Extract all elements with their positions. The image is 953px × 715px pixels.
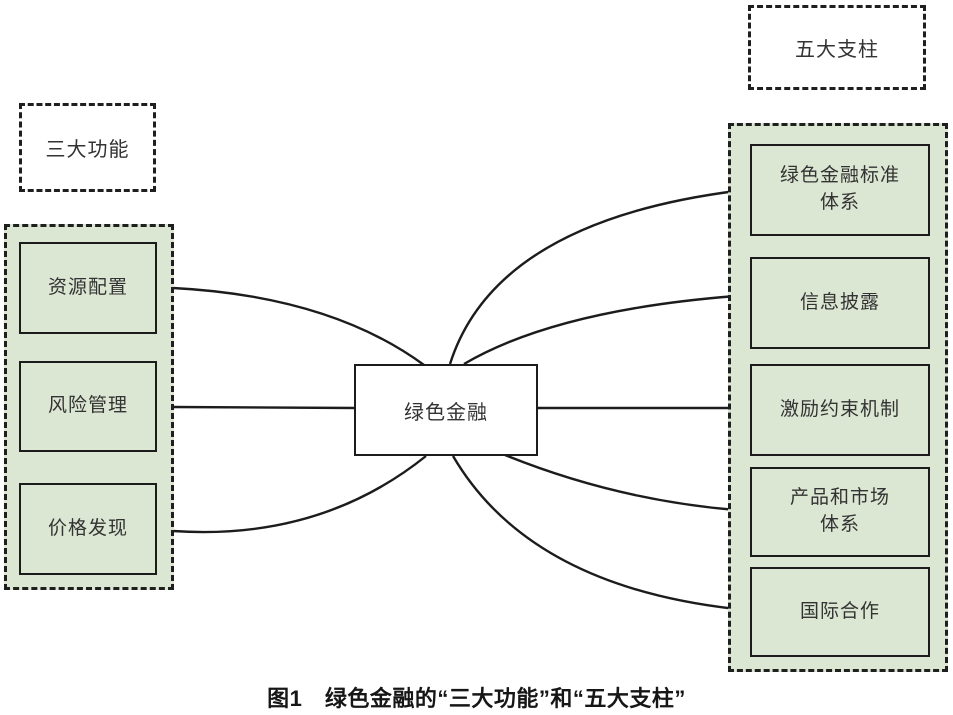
node-label: 产品和市场 体系: [789, 487, 890, 535]
node-label: 绿色金融: [404, 401, 488, 424]
node-resource-allocation: 资源配置: [19, 242, 157, 334]
node-green-finance: 绿色金融: [354, 364, 538, 456]
connector-price-discovery: [172, 455, 427, 534]
node-label: 国际合作: [799, 600, 880, 622]
right-group-panel: 绿色金融标准 体系 信息披露 激励约束机制 产品和市场 体系 国际合作: [728, 123, 948, 672]
node-price-discovery: 价格发现: [19, 483, 157, 575]
right-group-title: 五大支柱: [795, 39, 879, 61]
node-label: 信息披露: [799, 291, 880, 313]
node-product-market-system: 产品和市场 体系: [750, 467, 930, 557]
connector-information-disclosure: [463, 294, 737, 366]
node-risk-management: 风险管理: [19, 361, 157, 452]
left-group-title-box: 三大功能: [19, 103, 156, 192]
figure-caption: 图1 绿色金融的“三大功能”和“五大支柱”: [267, 686, 686, 711]
connector-resource-allocation: [172, 286, 425, 366]
left-group-title: 三大功能: [45, 139, 130, 161]
right-group-title-box: 五大支柱: [748, 5, 926, 90]
node-incentive-constraint: 激励约束机制: [750, 364, 930, 456]
node-label: 资源配置: [47, 276, 128, 298]
node-label: 价格发现: [47, 517, 128, 539]
left-group-panel: 资源配置 风险管理 价格发现: [4, 224, 174, 590]
node-information-disclosure: 信息披露: [750, 257, 930, 349]
node-international-cooperation: 国际合作: [750, 567, 930, 657]
connector-risk-management: [171, 405, 357, 410]
connector-international-cooperation: [451, 455, 737, 611]
node-label: 激励约束机制: [779, 398, 900, 420]
node-label: 风险管理: [47, 395, 128, 417]
connector-product-market-system: [504, 453, 737, 512]
node-standards-system: 绿色金融标准 体系: [750, 144, 930, 236]
node-label: 绿色金融标准 体系: [779, 165, 900, 213]
connector-standards-system: [448, 189, 737, 365]
